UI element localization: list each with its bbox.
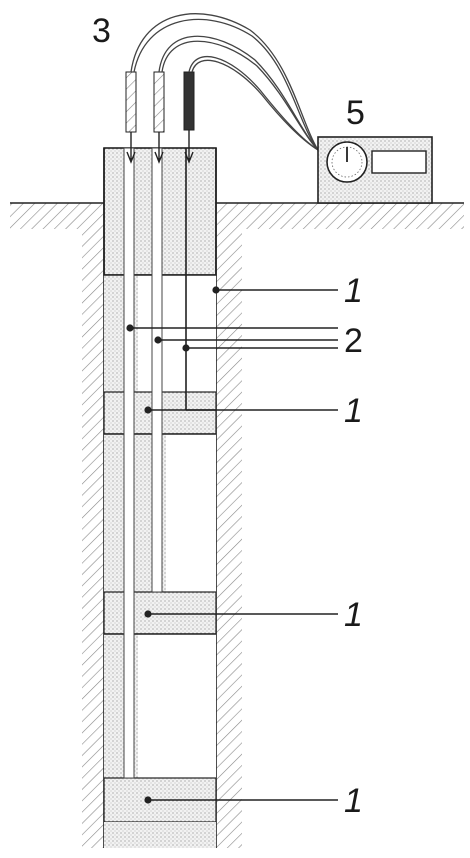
label-probe: 2 bbox=[344, 322, 363, 360]
tube-1 bbox=[123, 147, 135, 779]
ground-surface bbox=[10, 202, 464, 229]
label-packer-mid-upper: 1 bbox=[344, 392, 363, 430]
borehole-wall-right bbox=[216, 229, 242, 848]
display-window bbox=[371, 150, 427, 174]
hoses bbox=[130, 13, 319, 151]
packer-bottom bbox=[103, 777, 217, 848]
label-packer-upper: 1 bbox=[344, 272, 363, 310]
test-section-lower bbox=[104, 633, 216, 778]
tube-2 bbox=[151, 147, 163, 593]
label-hose-tool: 3 bbox=[92, 12, 111, 50]
label-packer-mid-lower: 1 bbox=[344, 596, 363, 634]
label-packer-bottom: 1 bbox=[344, 782, 363, 820]
hose-connectors bbox=[125, 71, 195, 164]
pressure-monitor bbox=[317, 136, 433, 204]
label-monitor: 5 bbox=[346, 94, 365, 132]
leader-lines bbox=[126, 286, 338, 804]
borehole-wall-left bbox=[82, 229, 104, 848]
packer-middle bbox=[103, 591, 217, 635]
